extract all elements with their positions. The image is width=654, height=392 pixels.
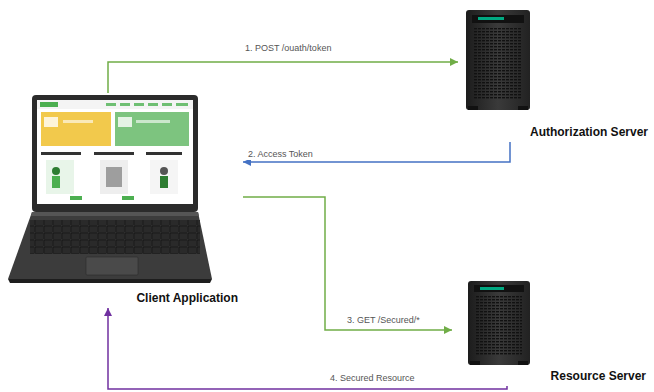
flow-arrow [243,197,452,330]
flow-arrow [108,62,458,93]
server-tower [468,281,530,365]
flow-arrow [243,142,510,162]
edge-label: 1. POST /ouath/token [243,42,333,54]
server-node: Authorization Server [458,8,650,142]
flow-arrow [108,308,507,389]
edge-label: 3. GET /Secured/* [345,314,422,326]
node-label: Authorization Server [530,125,648,140]
laptop-illustration [8,95,212,283]
server-tower [466,10,530,110]
edge-label: 2. Access Token [246,148,315,160]
edge-label: 4. Secured Resource [328,372,417,384]
server-node: Resource Server [452,278,650,386]
node-label: Client Application [136,291,238,306]
node-label: Resource Server [551,369,646,384]
server-node: Client Application [8,93,243,308]
